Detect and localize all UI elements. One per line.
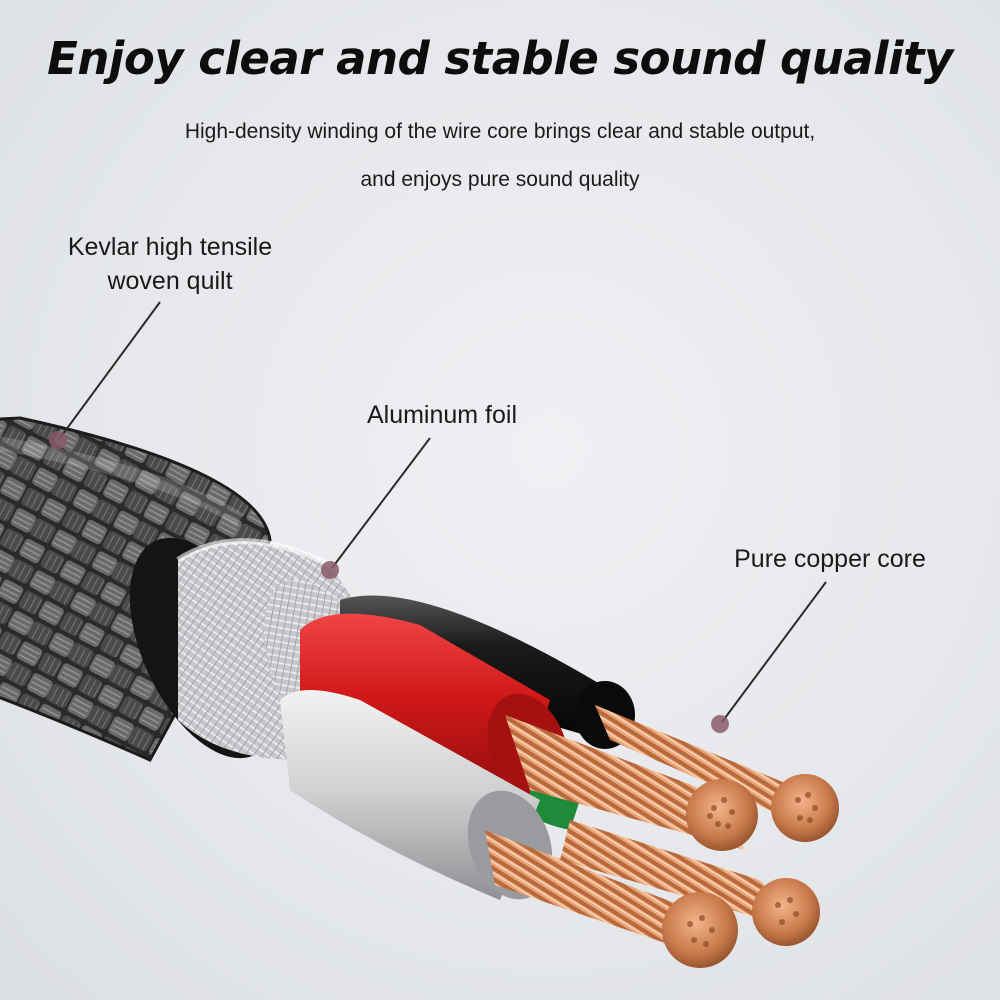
- kevlar-label-line-2: woven quilt: [107, 267, 233, 295]
- headline: Enjoy clear and stable sound quality: [47, 32, 953, 85]
- callout-dots: [49, 431, 729, 733]
- callout-dot-icon: [49, 431, 67, 449]
- kevlar-callout-label: Kevlar high tensile woven quilt: [40, 230, 300, 298]
- subtitle-line-2: and enjoys pure sound quality: [360, 168, 640, 191]
- kevlar-leader-line: [59, 301, 161, 439]
- copper-core-upper-back: [595, 705, 839, 842]
- kevlar-label-line-1: Kevlar high tensile: [67, 233, 273, 261]
- callout-dot-icon: [711, 715, 729, 733]
- strand-end-texture: [687, 792, 818, 947]
- copper-core-lower-front: [485, 830, 738, 968]
- foil-callout-label: Aluminum foil: [366, 401, 518, 429]
- copper-leader-line: [721, 581, 827, 723]
- subtitle-line-1: High-density winding of the wire core br…: [184, 120, 816, 143]
- callout-dot-icon: [321, 561, 339, 579]
- copper-callout-label: Pure copper core: [734, 545, 926, 573]
- copper-core-upper-front: [505, 715, 758, 851]
- foil-leader-line: [331, 437, 431, 569]
- copper-core-lower-back: [560, 820, 820, 946]
- callout-leaders: [59, 301, 827, 723]
